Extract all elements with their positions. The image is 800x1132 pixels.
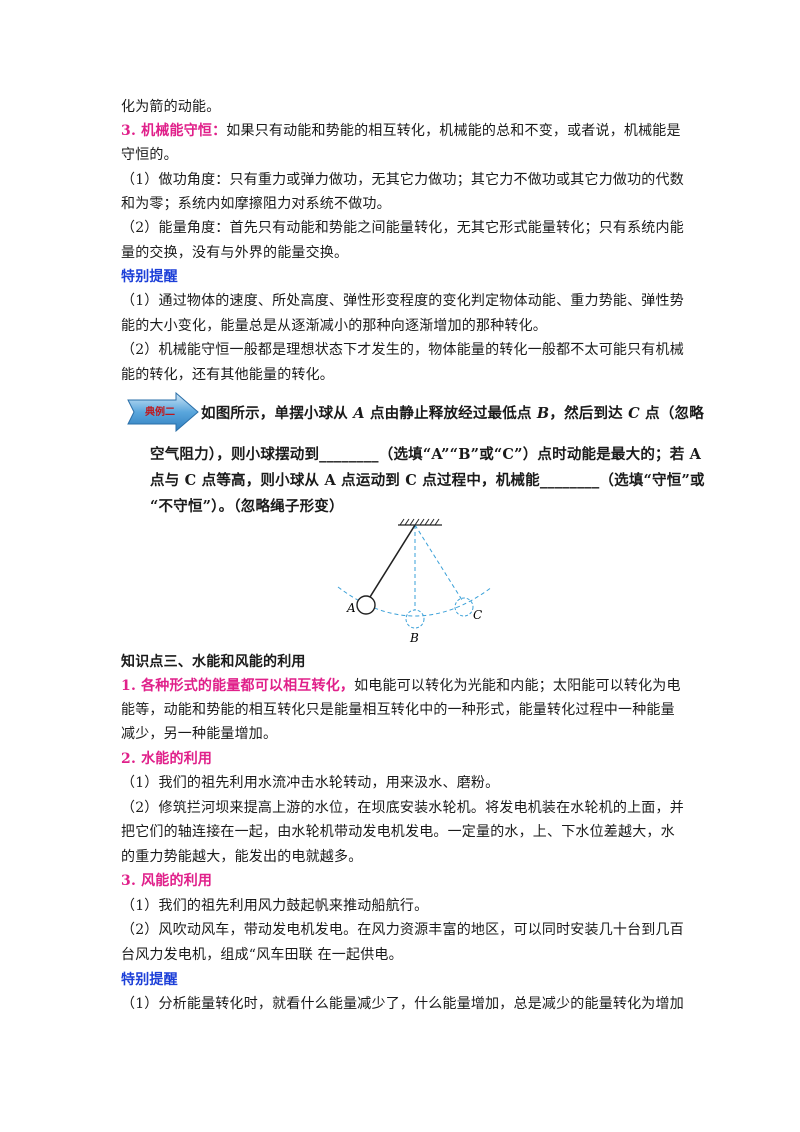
text-line: 3. 机械能守恒：如果只有动能和势能的相互转化，机械能的总和不变，或者说，机械能… bbox=[121, 121, 691, 141]
text-line: （1）做功角度：只有重力或弹力做功，无其它力做功；其它力不做功或其它力做功的代数 bbox=[121, 172, 684, 188]
example-question-line: “不守恒”）。（忽略绳子形变） bbox=[150, 498, 344, 515]
text-line: 能的转化，还有其他能量的转化。 bbox=[121, 367, 334, 383]
text-line: （1）分析能量转化时，就看什么能量减少了，什么能量增加，总是减少的能量转化为增加 bbox=[121, 996, 684, 1012]
section-heading-wind-energy: 3. 风能的利用 bbox=[121, 873, 213, 889]
special-reminder-heading: 特别提醒 bbox=[121, 269, 178, 285]
example-question-line: 空气阻力），则小球摆动到________（选填“A”“B”或“C”）点时动能是最… bbox=[150, 446, 702, 463]
knowledge-point-title: 知识点三、水能和风能的利用 bbox=[121, 654, 306, 670]
special-reminder-heading: 特别提醒 bbox=[121, 972, 178, 988]
label-a: A bbox=[346, 601, 356, 615]
text-line: （1）通过物体的速度、所处高度、弹性形变程度的变化判定物体动能、重力势能、弹性势 bbox=[121, 293, 684, 309]
pendulum-diagram: A B C bbox=[337, 518, 493, 645]
section-heading-conservation: 3. 机械能守恒： bbox=[121, 123, 227, 139]
text-line: 和为零；系统内如摩擦阻力对系统不做功。 bbox=[121, 196, 391, 212]
text-line: 台风力发电机，组成“风车田联 在一起供电。 bbox=[121, 947, 403, 963]
text-line: 能的大小变化，能量总是从逐渐减小的那种向逐渐增加的那种转化。 bbox=[121, 318, 547, 334]
text-line: （1）我们的祖先利用风力鼓起帆来推动船航行。 bbox=[121, 898, 429, 914]
text-line: 守恒的。 bbox=[121, 147, 178, 163]
label-b: B bbox=[409, 631, 419, 645]
example-question-line: 如图所示，单摆小球从 A 点由静止释放经过最低点 B，然后到达 C 点（忽略 bbox=[201, 405, 704, 422]
section-heading-energy-conversion: 1. 各种形式的能量都可以相互转化， bbox=[121, 678, 355, 694]
text-line: （2）机械能守恒一般都是理想状态下才发生的，物体能量的转化一般都不太可能只有机械 bbox=[121, 342, 684, 358]
example-arrow-icon bbox=[127, 392, 199, 432]
label-c: C bbox=[473, 608, 482, 622]
example-badge-label: 典例二 bbox=[145, 407, 175, 418]
text-line: （2）风吹动风车，带动发电机发电。在风力资源丰富的地区，可以同时安装几十台到几百 bbox=[121, 922, 684, 938]
section-heading-water-energy: 2. 水能的利用 bbox=[121, 751, 213, 767]
text-span: 如果只有动能和势能的相互转化，机械能的总和不变，或者说，机械能是 bbox=[226, 123, 681, 139]
text-line: （2）能量角度：首先只有动能和势能之间能量转化，无其它形式能量转化；只有系统内能 bbox=[121, 220, 684, 236]
text-line: 化为箭的动能。 bbox=[121, 99, 221, 115]
text-line: 的重力势能越大，能发出的电就越多。 bbox=[121, 849, 363, 865]
text-line: （2）修筑拦河坝来提高上游的水位，在坝底安装水轮机。将发电机装在水轮机的上面，并 bbox=[121, 800, 684, 816]
text-line: 减少，另一种能量增加。 bbox=[121, 726, 278, 742]
text-line: 1. 各种形式的能量都可以相互转化，如电能可以转化为光能和内能；太阳能可以转化为… bbox=[121, 676, 691, 696]
text-span: 如电能可以转化为光能和内能；太阳能可以转化为电 bbox=[354, 678, 681, 694]
text-line: 把它们的轴连接在一起，由水轮机带动发电机发电。一定量的水，上、下水位差越大，水 bbox=[121, 824, 675, 840]
text-line: 能等，动能和势能的相互转化只是能量相互转化中的一种形式，能量转化过程中一种能量 bbox=[121, 702, 675, 718]
example-question-line: 点与 C 点等高，则小球从 A 点运动到 C 点过程中，机械能________（… bbox=[150, 472, 705, 489]
text-line: 量的交换，没有与外界的能量交换。 bbox=[121, 245, 349, 261]
text-line: （1）我们的祖先利用水流冲击水轮转动，用来汲水、磨粉。 bbox=[121, 775, 500, 791]
